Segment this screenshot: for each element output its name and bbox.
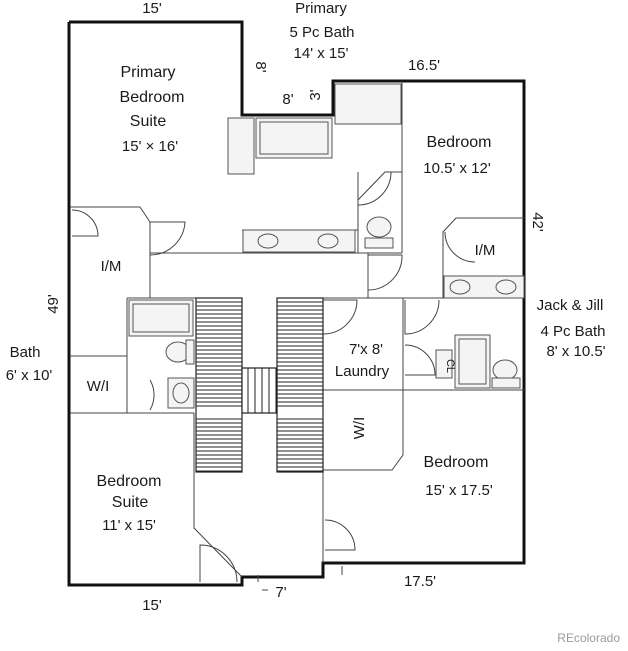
primary-bath-size: 14' x 15' xyxy=(294,45,349,62)
room-bedroom-suite: Bedroom Suite 11' x 15' xyxy=(97,473,162,534)
bath-west-size: 6' x 10' xyxy=(6,367,53,384)
bath-west-name: Bath xyxy=(10,344,41,361)
bedroom-se-name: Bedroom xyxy=(424,454,489,471)
closet-left-label: I/M xyxy=(101,258,122,275)
dim-bottom-right: 17.5' xyxy=(404,573,436,590)
room-bedroom-se: Bedroom 15' x 17.5' xyxy=(424,454,493,499)
room-bedroom-ne: Bedroom 10.5' x 12' xyxy=(423,134,491,177)
primary-bath-line1: Primary xyxy=(295,0,347,17)
dim-top-right: 16.5' xyxy=(408,57,440,74)
room-jack-jill-bath: Jack & Jill 4 Pc Bath 8' x 10.5' xyxy=(537,297,606,360)
room-primary-suite: Primary Bedroom Suite 15' × 16' xyxy=(120,64,185,155)
linen-closet-label: CL xyxy=(444,359,456,373)
laundry-size: 7'x 8' xyxy=(349,341,383,358)
stair-treads xyxy=(196,301,323,472)
bedroom-suite-size: 11' x 15' xyxy=(102,517,156,534)
primary-bath-line2: 5 Pc Bath xyxy=(289,24,354,41)
room-primary-bath: Primary 5 Pc Bath 14' x 15' xyxy=(289,0,354,62)
closet-labels: I/M I/M W/I W/I CL xyxy=(87,242,496,439)
primary-suite-size: 15' × 16' xyxy=(122,138,178,155)
walkin-center-label: W/I xyxy=(351,417,368,440)
dim-primary-nook-h: 8' xyxy=(282,91,293,108)
jack-jill-line2: 4 Pc Bath xyxy=(540,323,605,340)
bedroom-suite-line1: Bedroom xyxy=(97,473,162,490)
walkin-left-label: W/I xyxy=(87,378,110,395)
dimension-labels: 15' 8' 8' 3' 16.5' 42' 49' 15' 7' 17.5' xyxy=(45,0,546,614)
dim-bottom-left: 15' xyxy=(142,597,162,614)
primary-suite-line1: Primary xyxy=(120,64,175,81)
laundry-name: Laundry xyxy=(335,363,390,380)
staircases xyxy=(195,297,324,473)
jack-jill-line1: Jack & Jill xyxy=(537,297,604,314)
watermark: REcolorado xyxy=(557,631,620,645)
fixtures xyxy=(128,83,525,409)
outer-walls xyxy=(67,20,526,587)
room-laundry: 7'x 8' Laundry xyxy=(335,341,390,380)
jack-jill-size: 8' x 10.5' xyxy=(546,343,605,360)
closet-right-label: I/M xyxy=(475,242,496,259)
bedroom-ne-size: 10.5' x 12' xyxy=(423,160,491,177)
room-bath-west: Bath 6' x 10' xyxy=(6,344,53,384)
door-swings xyxy=(71,171,476,583)
dim-right-side: 42' xyxy=(529,212,546,232)
primary-suite-line3: Suite xyxy=(130,113,167,130)
primary-suite-line2: Bedroom xyxy=(120,89,185,106)
dim-primary-nook-v: 8' xyxy=(252,61,269,72)
bedroom-ne-name: Bedroom xyxy=(427,134,492,151)
bedroom-suite-line2: Suite xyxy=(112,494,149,511)
dim-left-side: 49' xyxy=(45,294,62,314)
dim-bottom-mid: 7' xyxy=(275,584,286,601)
dim-top-left: 15' xyxy=(142,0,162,17)
dim-bath-nook: 3' xyxy=(307,89,324,100)
bedroom-se-size: 15' x 17.5' xyxy=(425,482,493,499)
